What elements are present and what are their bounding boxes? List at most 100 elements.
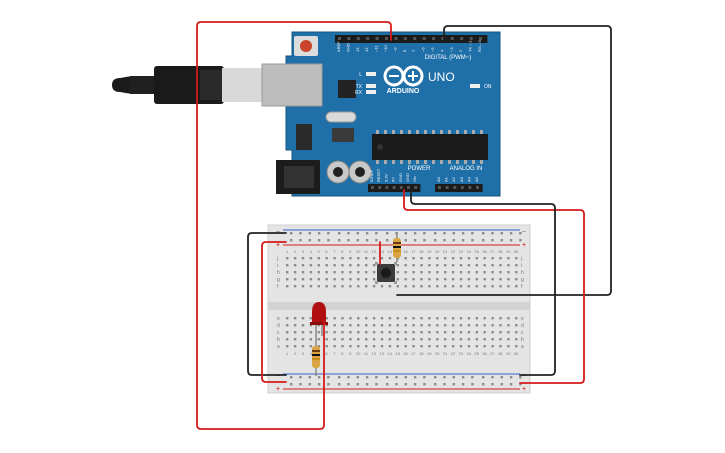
- breadboard-hole[interactable]: [491, 376, 494, 379]
- breadboard-hole[interactable]: [349, 264, 352, 267]
- breadboard-hole[interactable]: [412, 317, 415, 320]
- header-pin[interactable]: [385, 37, 388, 40]
- breadboard-hole[interactable]: [444, 345, 447, 348]
- resistor-icon[interactable]: [312, 336, 320, 376]
- breadboard-hole[interactable]: [444, 317, 447, 320]
- breadboard-hole[interactable]: [388, 257, 392, 260]
- breadboard-hole[interactable]: [467, 278, 471, 281]
- wire-red-left-bridge[interactable]: [261, 241, 287, 383]
- breadboard-hole[interactable]: [509, 232, 513, 235]
- breadboard-hole[interactable]: [357, 285, 360, 288]
- breadboard-hole[interactable]: [515, 338, 518, 341]
- breadboard-hole[interactable]: [375, 232, 378, 235]
- breadboard-hole[interactable]: [309, 285, 313, 288]
- breadboard-hole[interactable]: [515, 331, 518, 334]
- breadboard-hole[interactable]: [293, 257, 297, 260]
- breadboard-hole[interactable]: [338, 383, 341, 386]
- breadboard-hole[interactable]: [293, 264, 297, 267]
- breadboard-hole[interactable]: [349, 257, 352, 260]
- pushbutton-icon[interactable]: [375, 262, 397, 284]
- breadboard-hole[interactable]: [396, 257, 399, 260]
- breadboard-hole[interactable]: [341, 345, 344, 348]
- breadboard-hole[interactable]: [396, 264, 399, 267]
- breadboard-hole[interactable]: [436, 278, 439, 281]
- breadboard-hole[interactable]: [467, 338, 471, 341]
- breadboard-hole[interactable]: [428, 285, 431, 288]
- breadboard-hole[interactable]: [327, 232, 330, 235]
- breadboard-hole[interactable]: [347, 232, 350, 235]
- breadboard-hole[interactable]: [299, 383, 302, 386]
- breadboard-hole[interactable]: [499, 257, 502, 260]
- breadboard-hole[interactable]: [483, 338, 486, 341]
- breadboard-hole[interactable]: [443, 239, 446, 242]
- breadboard-hole[interactable]: [412, 278, 415, 281]
- breadboard-hole[interactable]: [338, 239, 341, 242]
- breadboard-hole[interactable]: [309, 338, 313, 341]
- breadboard-hole[interactable]: [356, 376, 359, 379]
- breadboard-hole[interactable]: [388, 324, 392, 327]
- breadboard-hole[interactable]: [420, 278, 423, 281]
- breadboard-hole[interactable]: [349, 345, 352, 348]
- breadboard-hole[interactable]: [372, 324, 376, 327]
- breadboard-hole[interactable]: [396, 345, 399, 348]
- breadboard-hole[interactable]: [301, 285, 305, 288]
- breadboard-hole[interactable]: [375, 239, 378, 242]
- breadboard-hole[interactable]: [357, 278, 360, 281]
- breadboard-hole[interactable]: [290, 232, 293, 235]
- breadboard-hole[interactable]: [365, 338, 368, 341]
- breadboard-hole[interactable]: [483, 317, 486, 320]
- breadboard-hole[interactable]: [309, 257, 313, 260]
- breadboard-hole[interactable]: [471, 376, 474, 379]
- breadboard-hole[interactable]: [293, 345, 297, 348]
- breadboard-hole[interactable]: [491, 383, 494, 386]
- breadboard-hole[interactable]: [507, 257, 510, 260]
- breadboard-hole[interactable]: [372, 257, 376, 260]
- breadboard-hole[interactable]: [309, 278, 313, 281]
- header-pin[interactable]: [460, 37, 464, 40]
- breadboard-hole[interactable]: [413, 376, 417, 379]
- breadboard-hole[interactable]: [365, 278, 368, 281]
- breadboard-hole[interactable]: [444, 338, 447, 341]
- breadboard-hole[interactable]: [308, 383, 311, 386]
- breadboard-hole[interactable]: [412, 345, 415, 348]
- breadboard-hole[interactable]: [428, 264, 431, 267]
- breadboard-hole[interactable]: [467, 257, 471, 260]
- breadboard-hole[interactable]: [444, 324, 447, 327]
- breadboard-hole[interactable]: [423, 383, 426, 386]
- breadboard-hole[interactable]: [404, 383, 407, 386]
- breadboard-hole[interactable]: [444, 331, 447, 334]
- breadboard-hole[interactable]: [286, 285, 289, 288]
- breadboard-hole[interactable]: [482, 232, 485, 235]
- breadboard-hole[interactable]: [301, 324, 305, 327]
- breadboard-hole[interactable]: [515, 271, 518, 274]
- breadboard-hole[interactable]: [519, 232, 522, 235]
- breadboard-hole[interactable]: [461, 376, 465, 379]
- header-pin[interactable]: [479, 37, 482, 40]
- breadboard-hole[interactable]: [365, 331, 368, 334]
- header-pin[interactable]: [453, 186, 457, 189]
- breadboard-hole[interactable]: [404, 271, 407, 274]
- breadboard-hole[interactable]: [325, 345, 328, 348]
- breadboard-hole[interactable]: [365, 376, 369, 379]
- breadboard-hole[interactable]: [365, 239, 369, 242]
- breadboard-hole[interactable]: [380, 285, 384, 288]
- breadboard-hole[interactable]: [475, 324, 478, 327]
- breadboard-hole[interactable]: [349, 285, 352, 288]
- header-pin[interactable]: [445, 186, 449, 189]
- breadboard-hole[interactable]: [365, 317, 368, 320]
- breadboard-hole[interactable]: [333, 338, 336, 341]
- breadboard-hole[interactable]: [491, 278, 494, 281]
- breadboard-hole[interactable]: [349, 338, 352, 341]
- breadboard-hole[interactable]: [482, 376, 485, 379]
- breadboard-hole[interactable]: [412, 257, 415, 260]
- breadboard-hole[interactable]: [325, 257, 328, 260]
- breadboard-hole[interactable]: [317, 285, 320, 288]
- breadboard-hole[interactable]: [436, 345, 439, 348]
- header-pin[interactable]: [403, 37, 407, 40]
- breadboard-hole[interactable]: [357, 271, 360, 274]
- breadboard-hole[interactable]: [412, 324, 415, 327]
- breadboard-hole[interactable]: [388, 285, 392, 288]
- breadboard-hole[interactable]: [423, 239, 426, 242]
- breadboard-hole[interactable]: [412, 331, 415, 334]
- breadboard-hole[interactable]: [317, 264, 320, 267]
